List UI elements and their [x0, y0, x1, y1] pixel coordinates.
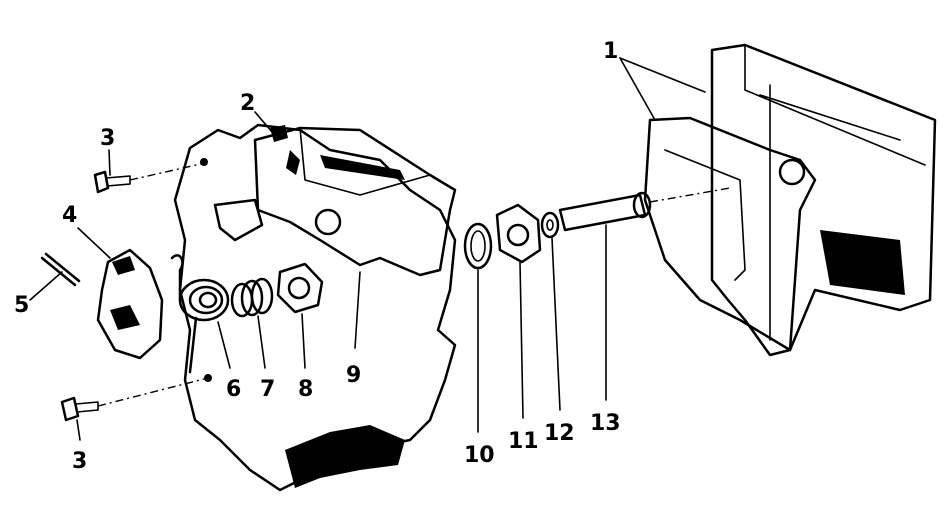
callout-10: 10 [464, 443, 495, 468]
callout-6: 6 [226, 377, 241, 402]
leader-lines [29, 57, 706, 441]
callout-5: 5 [14, 293, 29, 318]
callout-9: 9 [346, 363, 361, 388]
part-6-spring [170, 254, 230, 374]
part-8-nut [276, 262, 324, 314]
callout-3-top: 3 [100, 126, 115, 151]
mounting-panel [173, 123, 457, 492]
part-1-housing [643, 43, 937, 357]
part-7-coil [230, 277, 274, 318]
callout-13: 13 [590, 411, 621, 436]
callout-8: 8 [298, 377, 313, 402]
part-5-pin [40, 252, 81, 287]
part-4-lever [96, 248, 164, 360]
part-2-switch-body [213, 125, 457, 277]
part-12-washer [540, 211, 560, 239]
callout-7: 7 [260, 377, 275, 402]
callout-12: 12 [544, 421, 575, 446]
part-10-ring [463, 222, 493, 270]
callout-11: 11 [508, 429, 539, 454]
part-13-shaft [558, 187, 731, 232]
part-3-screw-bottom [60, 374, 212, 422]
callout-3-bottom: 3 [72, 449, 87, 474]
callout-2: 2 [240, 91, 255, 116]
callout-1: 1 [603, 39, 618, 64]
callout-4: 4 [62, 203, 77, 228]
part-3-screw-top [93, 158, 208, 194]
part-11-bushing [495, 203, 542, 264]
